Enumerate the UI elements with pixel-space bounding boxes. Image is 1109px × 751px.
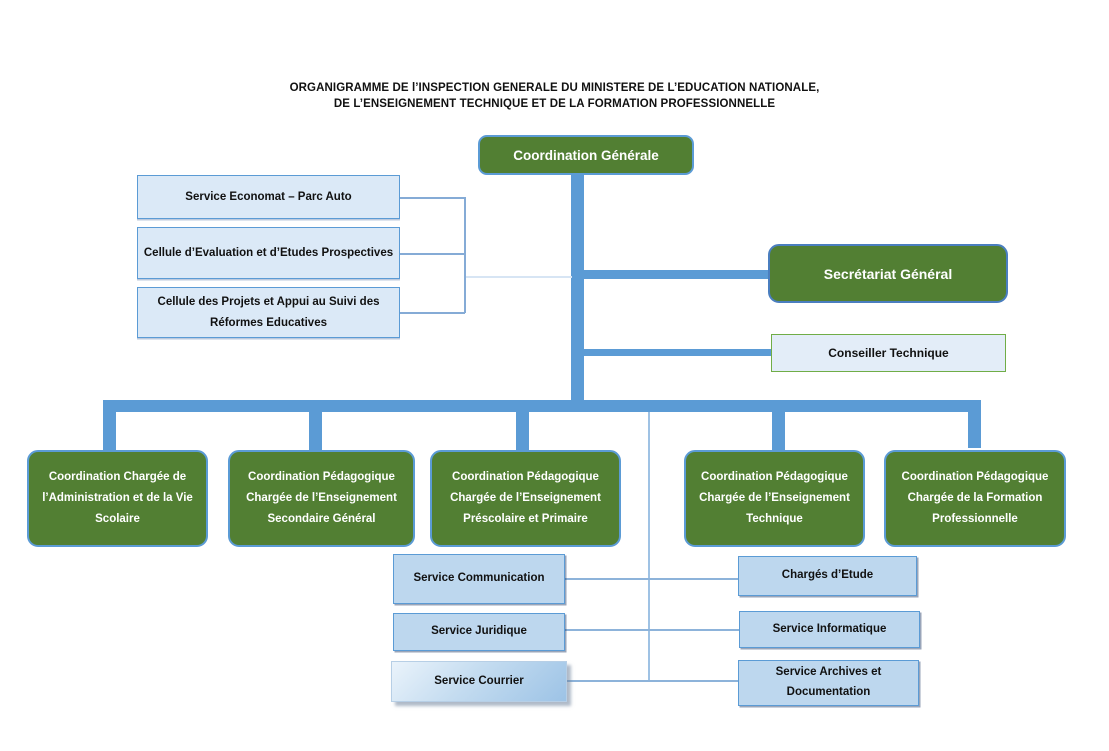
service-courrier-box: Service Courrier [391,661,567,702]
chart-title: ORGANIGRAMME DE l’INSPECTION GENERALE DU… [0,81,1109,112]
service-archives-label: Service Archives et Documentation [775,666,882,698]
secretariat-general-label: Secrétariat Général [823,265,953,282]
connector-left-unit-3 [399,312,465,314]
service-economat-box: Service Economat – Parc Auto [137,175,400,219]
connector-left-unit-2 [399,253,465,255]
secretariat-general-box: Secrétariat Général [768,244,1008,303]
service-communication-label: Service Communication [413,572,545,585]
coordination-formation-box: Coordination Pédagogique Chargée de la F… [884,450,1066,547]
connector-drop-coordination-2 [309,412,322,451]
connector-left-bracket-to-trunk [466,276,572,278]
connector-horizontal-bar [103,400,981,412]
connector-communication-etude [565,578,738,580]
coordination-generale-label: Coordination Générale [513,147,659,163]
connector-drop-coordination-4 [772,412,785,456]
connector-drop-coordination-3 [516,412,529,451]
coordination-secondaire-label: Coordination Pédagogique Chargée de l’En… [246,471,397,525]
coordination-technique-label: Coordination Pédagogique Chargée de l’En… [699,471,850,525]
coordination-formation-label: Coordination Pédagogique Chargée de la F… [901,471,1049,525]
coordination-administration-box: Coordination Chargée de l’Administration… [27,450,208,547]
connector-left-unit-1 [399,197,465,199]
cellule-evaluation-label: Cellule d’Evaluation et d’Etudes Prospec… [143,246,394,259]
coordination-technique-box: Coordination Pédagogique Chargée de l’En… [684,450,865,547]
charges-etude-box: Chargés d’Etude [738,556,917,596]
service-archives-box: Service Archives et Documentation [738,660,919,706]
service-juridique-box: Service Juridique [393,613,565,651]
cellule-evaluation-box: Cellule d’Evaluation et d’Etudes Prospec… [137,227,400,279]
cellule-projets-box: Cellule des Projets et Appui au Suivi de… [137,287,400,338]
chart-title-line2: DE L’ENSEIGNEMENT TECHNIQUE ET DE LA FOR… [333,97,776,110]
connector-left-bracket [464,197,466,313]
coordination-generale-box: Coordination Générale [478,135,694,175]
coordination-prescolaire-box: Coordination Pédagogique Chargée de l’En… [430,450,621,547]
connector-trunk [571,174,584,402]
connector-services-vertical [648,412,650,682]
connector-secretariat [584,270,768,279]
service-economat-label: Service Economat – Parc Auto [185,190,352,203]
service-informatique-box: Service Informatique [739,611,920,648]
service-courrier-label: Service Courrier [434,674,524,687]
conseiller-technique-box: Conseiller Technique [771,334,1006,372]
connector-courrier-archives [567,680,738,682]
coordination-secondaire-box: Coordination Pédagogique Chargée de l’En… [228,450,415,547]
connector-conseiller [584,349,771,356]
cellule-projets-label: Cellule des Projets et Appui au Suivi de… [157,296,380,329]
connector-drop-coordination-5 [968,412,981,448]
connector-juridique-informatique [565,629,739,631]
conseiller-technique-label: Conseiller Technique [828,346,949,360]
service-juridique-label: Service Juridique [431,625,527,638]
service-informatique-label: Service Informatique [772,622,887,635]
connector-drop-coordination-1 [103,412,116,451]
charges-etude-label: Chargés d’Etude [781,569,874,582]
coordination-prescolaire-label: Coordination Pédagogique Chargée de l’En… [450,471,601,525]
chart-title-line1: ORGANIGRAMME DE l’INSPECTION GENERALE DU… [289,82,820,94]
service-communication-box: Service Communication [393,554,565,604]
coordination-administration-label: Coordination Chargée de l’Administration… [42,471,193,525]
